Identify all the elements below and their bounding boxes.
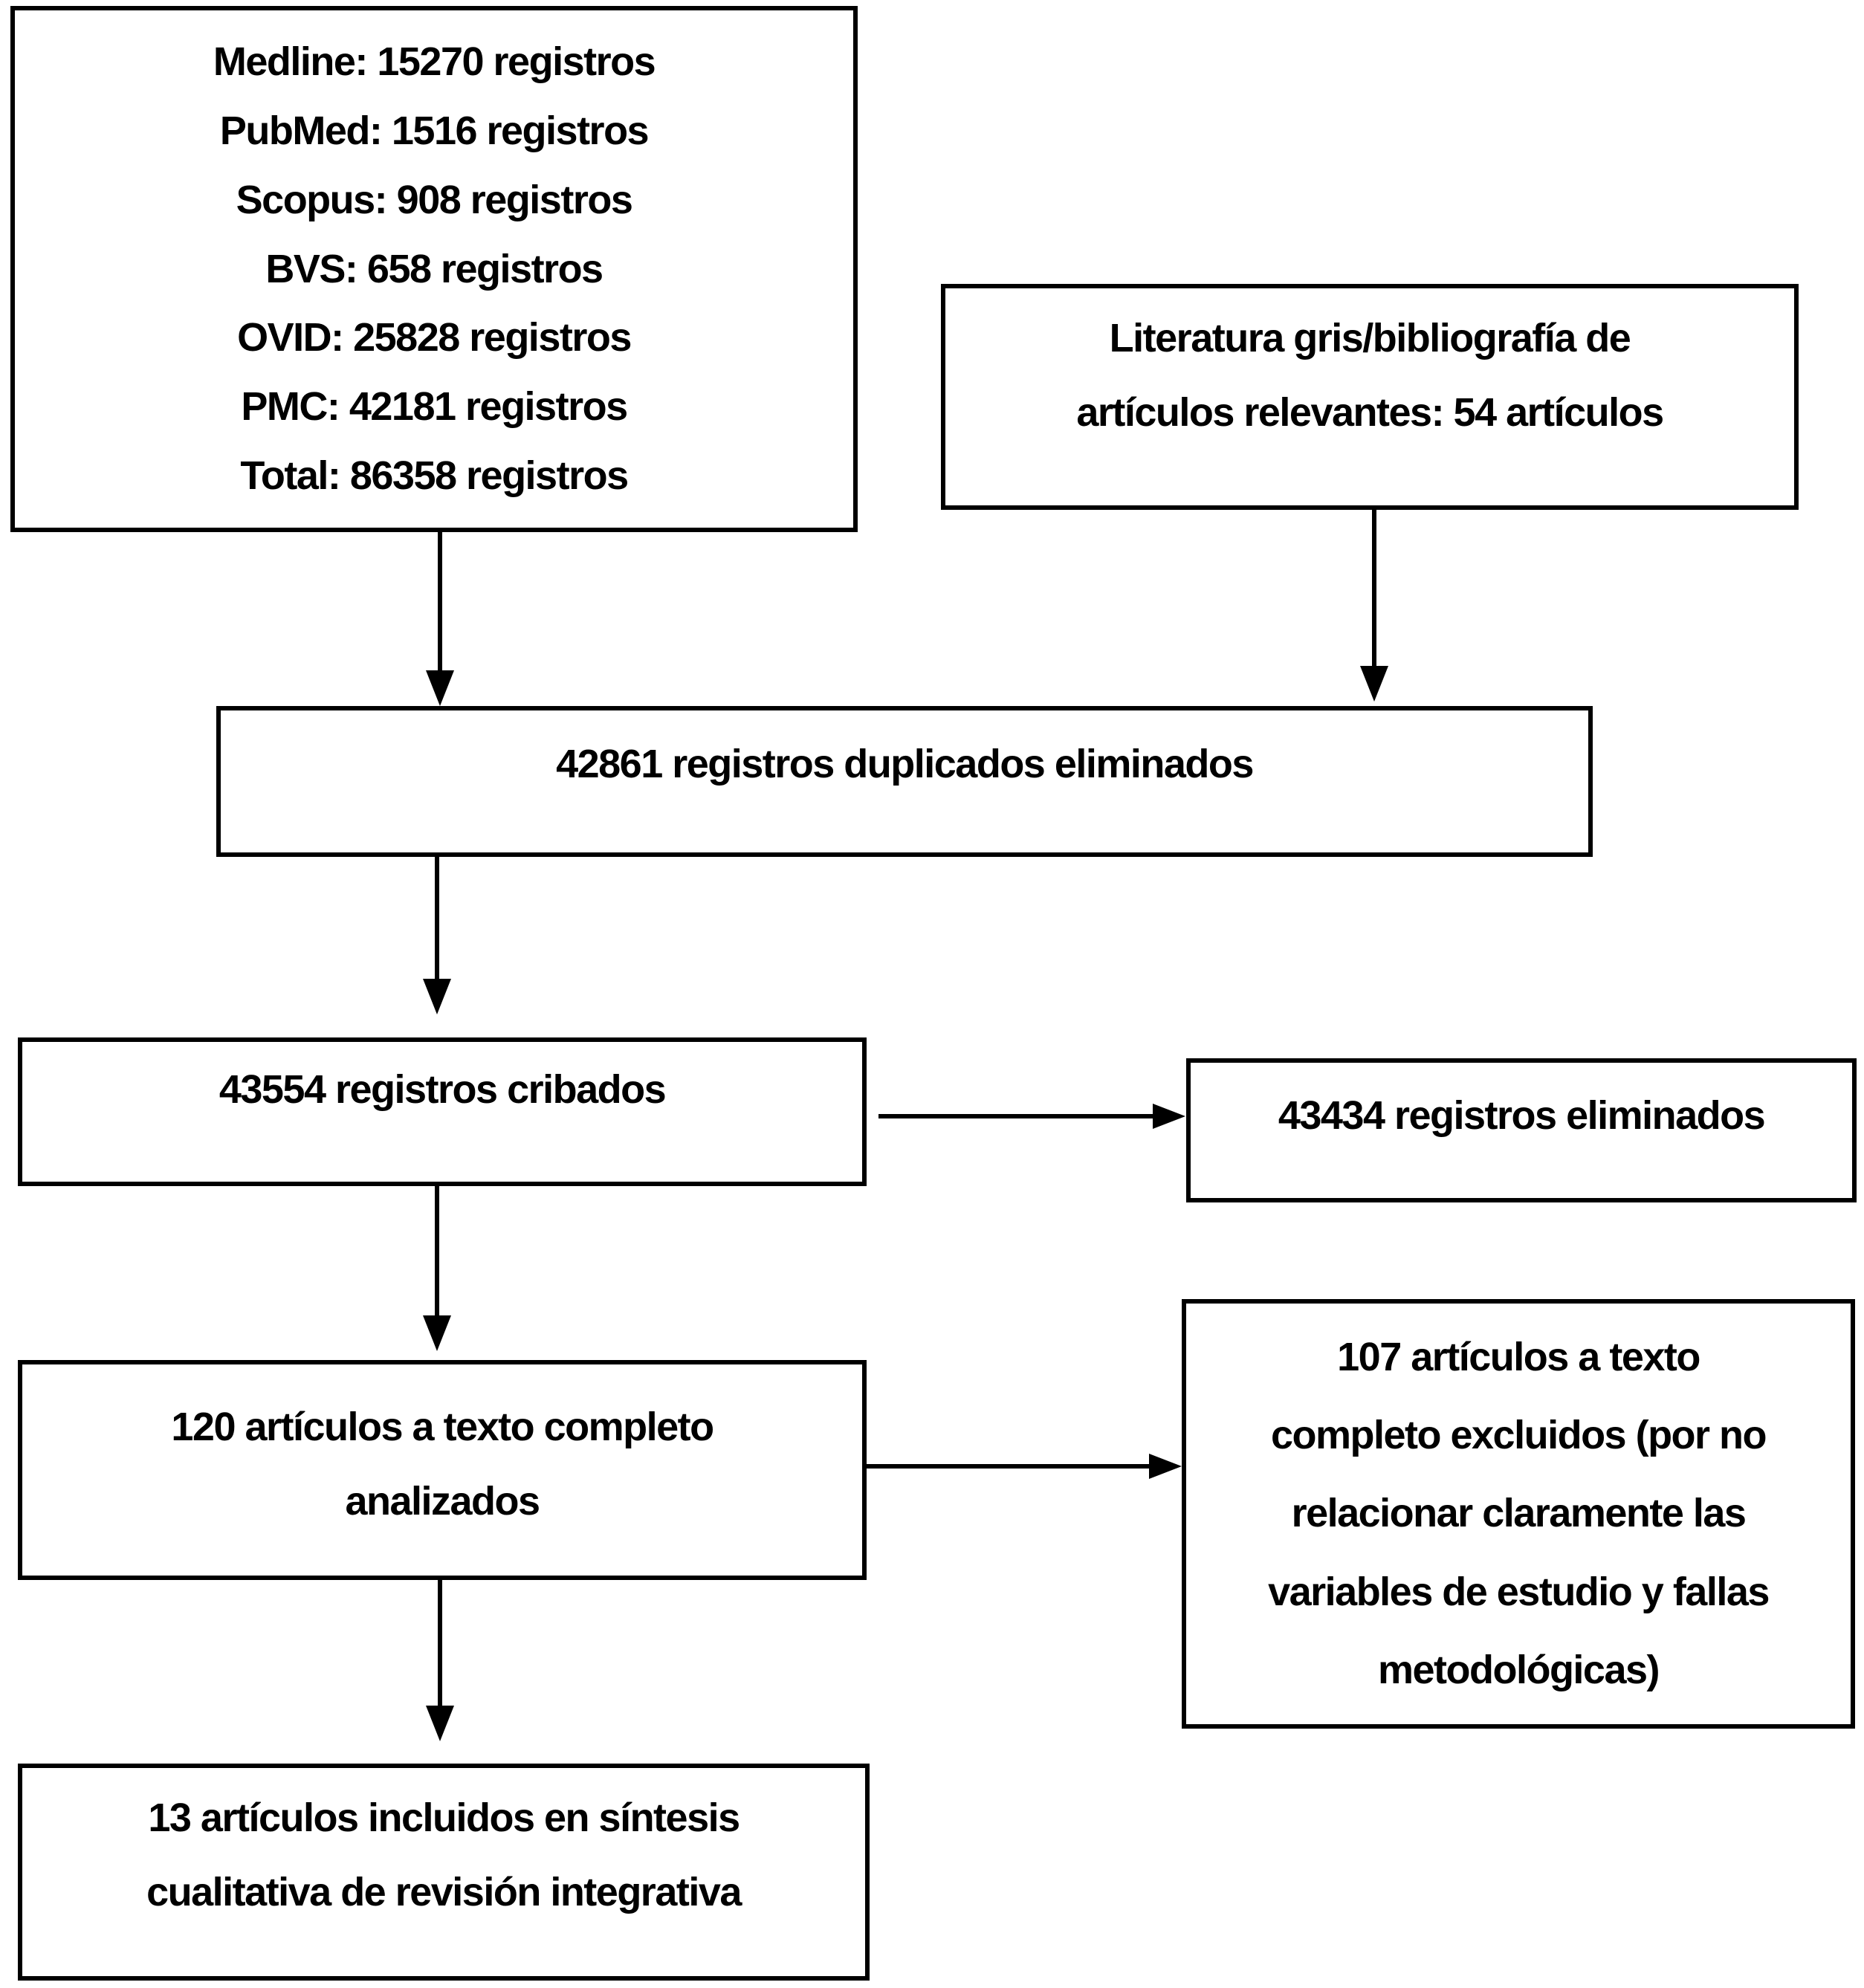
fulltext-analyzed-box: 120 artículos a texto completo analizado… xyxy=(18,1360,867,1580)
source-medline: Medline: 15270 registros xyxy=(213,39,656,84)
records-excluded-box: 43434 registros eliminados xyxy=(1186,1058,1857,1202)
included-synthesis-line: 13 artículos incluidos en síntesis xyxy=(148,1796,740,1841)
arrow-down-icon xyxy=(426,1706,454,1741)
arrow-sources-to-duplicates-line xyxy=(438,532,442,672)
fulltext-analyzed-line: analizados xyxy=(345,1479,540,1524)
arrow-down-icon xyxy=(423,1315,451,1351)
arrow-down-icon xyxy=(426,670,454,706)
included-synthesis-line: cualitativa de revisión integrativa xyxy=(146,1870,742,1914)
records-screened-box: 43554 registros cribados xyxy=(18,1037,867,1186)
included-synthesis-box: 13 artículos incluidos en síntesis cuali… xyxy=(18,1764,870,1981)
arrow-right-icon xyxy=(1149,1454,1182,1479)
fulltext-excluded-box: 107 artículos a texto completo excluidos… xyxy=(1182,1299,1855,1729)
grey-literature-box: Literatura gris/bibliografía de artículo… xyxy=(941,284,1799,510)
fulltext-excluded-line: relacionar claramente las xyxy=(1291,1491,1747,1536)
arrow-screened-to-excluded-line xyxy=(878,1114,1155,1118)
fulltext-analyzed-line: 120 artículos a texto completo xyxy=(171,1405,714,1450)
fulltext-excluded-line: metodológicas) xyxy=(1377,1647,1660,1692)
source-pubmed: PubMed: 1516 registros xyxy=(219,108,650,153)
sources-box: Medline: 15270 registros PubMed: 1516 re… xyxy=(10,6,858,532)
source-bvs: BVS: 658 registros xyxy=(265,246,603,291)
arrow-down-icon xyxy=(1360,666,1388,702)
arrow-screened-to-fulltext-line xyxy=(435,1186,439,1317)
source-total: Total: 86358 registros xyxy=(240,453,629,499)
fulltext-excluded-line: 107 artículos a texto xyxy=(1337,1334,1700,1379)
source-scopus: Scopus: 908 registros xyxy=(236,177,633,222)
records-screened-text: 43554 registros cribados xyxy=(219,1067,667,1113)
grey-literature-line: Literatura gris/bibliografía de xyxy=(1109,316,1631,361)
grey-literature-line: artículos relevantes: 54 artículos xyxy=(1076,390,1664,435)
fulltext-excluded-line: variables de estudio y fallas xyxy=(1268,1569,1770,1614)
source-ovid: OVID: 25828 registros xyxy=(237,315,632,360)
source-pmc: PMC: 42181 registros xyxy=(241,384,628,430)
arrow-right-icon xyxy=(1153,1104,1185,1129)
fulltext-excluded-line: completo excluidos (por no xyxy=(1270,1413,1767,1458)
records-excluded-text: 43434 registros eliminados xyxy=(1278,1093,1766,1139)
arrow-fulltext-to-excluded-line xyxy=(865,1464,1151,1469)
arrow-duplicates-to-screened-line xyxy=(435,857,439,980)
arrow-down-icon xyxy=(423,979,451,1014)
duplicates-removed-box: 42861 registros duplicados eliminados xyxy=(216,706,1593,857)
arrow-fulltext-to-included-line xyxy=(438,1579,442,1707)
duplicates-removed-text: 42861 registros duplicados eliminados xyxy=(556,741,1254,786)
arrow-grey-to-duplicates-line xyxy=(1372,510,1376,667)
